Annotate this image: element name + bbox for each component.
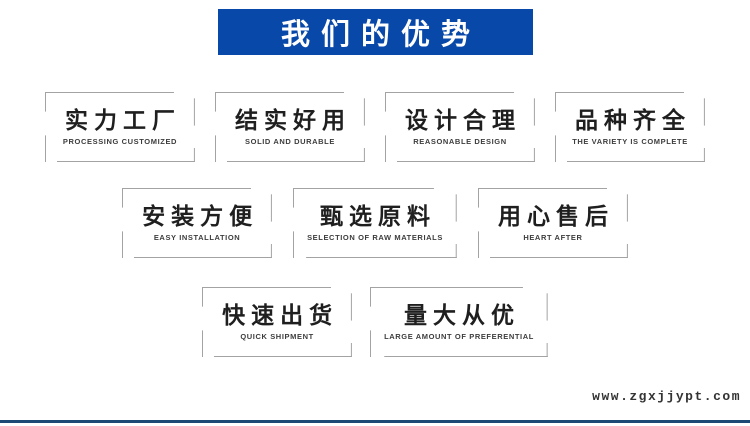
advantage-card: 结实好用 SOLID AND DURABLE <box>215 92 365 162</box>
advantage-card: 用心售后 HEART AFTER <box>477 188 628 258</box>
advantage-subtitle: THE VARIETY IS COMPLETE <box>572 136 688 146</box>
advantage-card: 安装方便 EASY INSTALLATION <box>122 188 273 258</box>
section-title-banner: 我们的优势 <box>218 9 533 55</box>
advantages-row-2: 安装方便 EASY INSTALLATION 甄选原料 SELECTION OF… <box>0 188 750 258</box>
advantages-row-1: 实力工厂 PROCESSING CUSTOMIZED 结实好用 SOLID AN… <box>0 92 750 162</box>
advantage-card: 量大从优 LARGE AMOUNT OF PREFERENTIAL <box>370 287 548 357</box>
advantage-subtitle: REASONABLE DESIGN <box>413 136 507 146</box>
footer-divider <box>0 420 750 423</box>
advantage-subtitle: EASY INSTALLATION <box>153 232 241 242</box>
advantage-title: 结实好用 <box>235 106 351 133</box>
advantage-card: 设计合理 REASONABLE DESIGN <box>385 92 535 162</box>
advantage-title: 用心售后 <box>497 202 614 229</box>
advantage-subtitle: LARGE AMOUNT OF PREFERENTIAL <box>384 331 534 341</box>
advantage-title: 快速出货 <box>222 301 339 328</box>
advantage-title: 甄选原料 <box>320 202 436 229</box>
advantage-card: 甄选原料 SELECTION OF RAW MATERIALS <box>293 188 457 258</box>
advantage-title: 量大从优 <box>403 301 520 328</box>
advantage-subtitle: SOLID AND DURABLE <box>245 136 335 146</box>
advantage-card: 快速出货 QUICK SHIPMENT <box>202 287 353 357</box>
section-title: 我们的优势 <box>280 19 481 51</box>
advantages-row-3: 快速出货 QUICK SHIPMENT 量大从优 LARGE AMOUNT OF… <box>0 287 750 357</box>
advantage-title: 品种齐全 <box>575 106 691 133</box>
advantage-subtitle: HEART AFTER <box>523 232 583 242</box>
advantage-title: 安装方便 <box>142 202 259 229</box>
advantage-title: 实力工厂 <box>65 106 181 133</box>
website-url: www.zgxjjypt.com <box>592 389 741 404</box>
advantage-card: 实力工厂 PROCESSING CUSTOMIZED <box>45 92 195 162</box>
advantage-subtitle: QUICK SHIPMENT <box>240 331 314 341</box>
advantage-title: 设计合理 <box>405 106 521 133</box>
advantage-card: 品种齐全 THE VARIETY IS COMPLETE <box>555 92 705 162</box>
advantage-subtitle: PROCESSING CUSTOMIZED <box>62 136 178 146</box>
advantage-subtitle: SELECTION OF RAW MATERIALS <box>307 232 443 242</box>
